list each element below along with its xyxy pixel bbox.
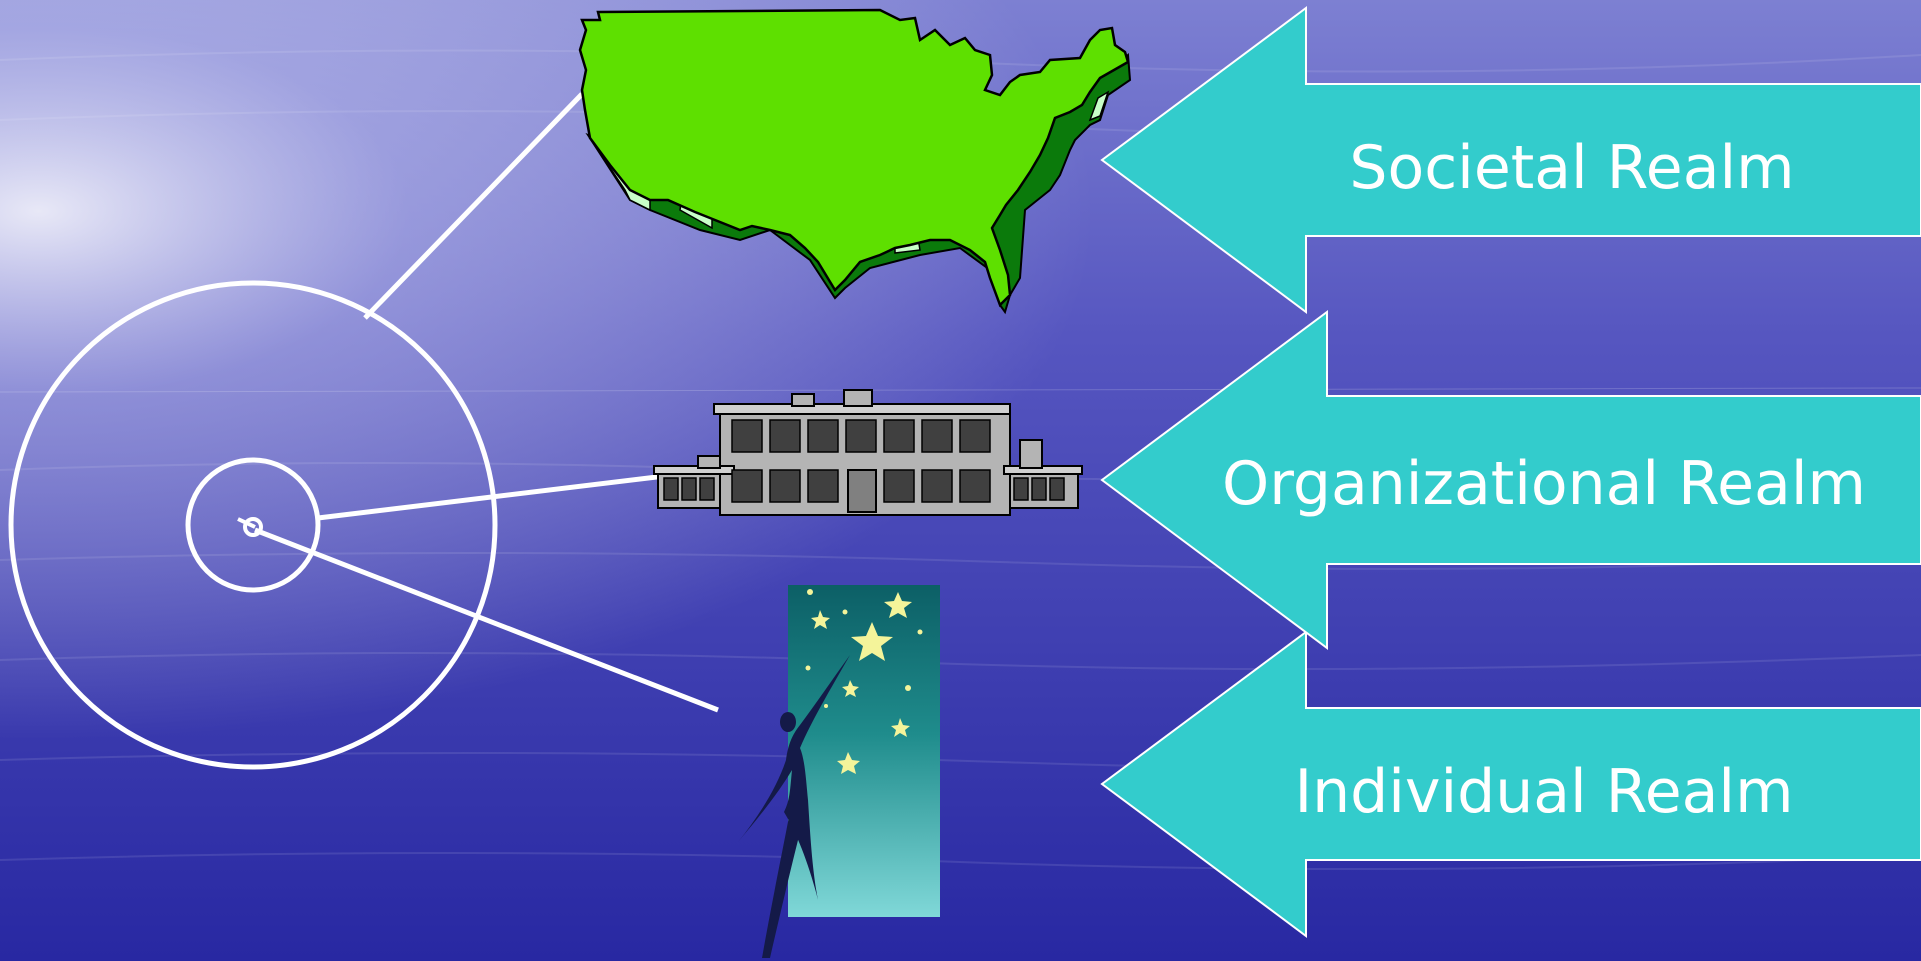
arrow-organizational[interactable] xyxy=(1100,310,1921,650)
reaching-figure-leg xyxy=(762,800,806,958)
center-dot xyxy=(243,517,263,537)
outer-circle xyxy=(8,280,498,770)
organizational-realm-label: Organizational Realm xyxy=(1222,449,1866,519)
arrow-societal[interactable] xyxy=(1100,6,1921,314)
reaching-figure-head xyxy=(780,712,796,732)
stars xyxy=(805,589,923,774)
reaching-for-stars-icon xyxy=(738,585,940,958)
usa-map-icon xyxy=(578,8,1132,315)
societal-realm-label: Societal Realm xyxy=(1349,133,1795,203)
building-icon xyxy=(653,389,1083,516)
middle-circle xyxy=(185,457,321,593)
arrow-individual[interactable] xyxy=(1100,630,1921,938)
center-tick xyxy=(237,517,256,529)
building-door xyxy=(847,469,877,513)
individual-realm-label: Individual Realm xyxy=(1294,757,1794,827)
usa-map-top xyxy=(578,8,1130,308)
reaching-figure xyxy=(738,655,850,900)
building-windows xyxy=(663,419,1065,503)
